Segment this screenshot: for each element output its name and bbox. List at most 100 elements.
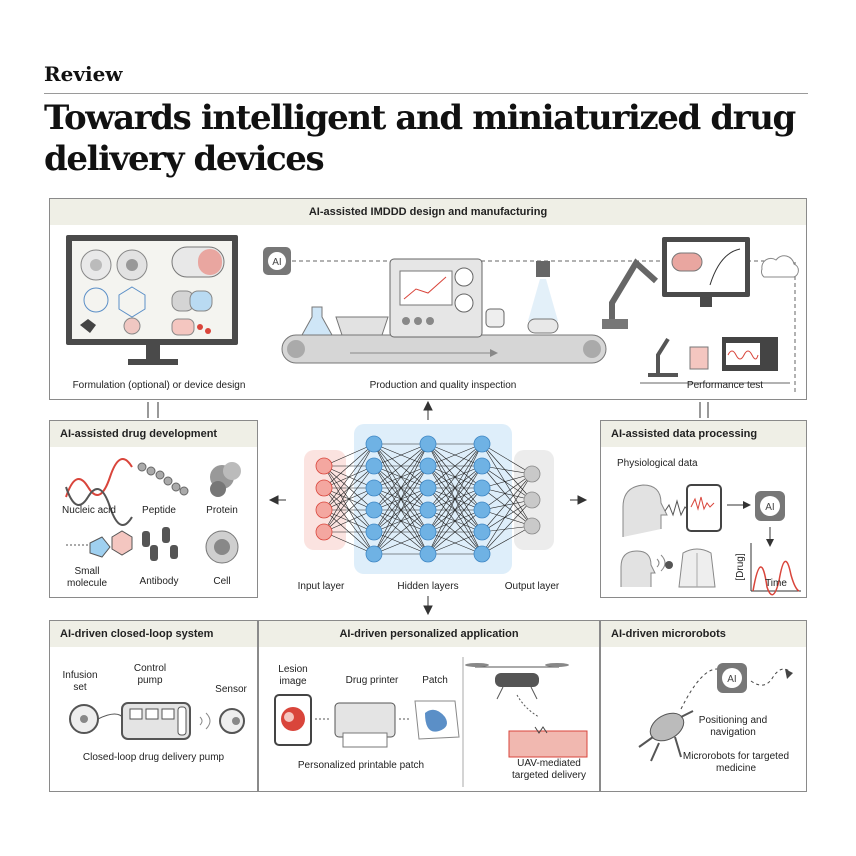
network-edge [427, 443, 483, 533]
microrobots-title: AI-driven microrobots [601, 621, 806, 647]
network-edge [481, 443, 533, 475]
network-edge [373, 465, 429, 555]
input-layer-band [304, 450, 346, 550]
network-edge [373, 443, 429, 467]
hidden-node [419, 479, 437, 497]
hidden-node [365, 479, 383, 497]
network-edge [481, 473, 533, 533]
infusion-set-label: Infusion set [62, 670, 98, 693]
antibody-icon [142, 527, 178, 561]
closed-loop-caption: Closed-loop drug delivery pump [82, 752, 225, 763]
conveyor-belt-icon [281, 334, 607, 364]
output-node [523, 491, 541, 509]
hidden-layer-band [354, 424, 512, 574]
patch-label: Patch [422, 675, 448, 686]
drug-item-label: Peptide [142, 505, 176, 516]
small-molecule-icon [66, 530, 133, 558]
network-edge [373, 443, 429, 511]
network-edge [481, 473, 533, 489]
design-monitor-icon [66, 235, 238, 365]
hidden-node [473, 435, 491, 453]
drug-item-label: Antibody [139, 576, 179, 587]
drug-printer-icon [334, 702, 396, 738]
network-edge [323, 531, 375, 555]
design-panel-title: AI-assisted IMDDD design and manufacturi… [50, 199, 806, 225]
microphone-icon [665, 561, 673, 569]
hidden-node [473, 523, 491, 541]
performance-label: Performance test [686, 380, 764, 391]
cloud-icon [761, 255, 799, 278]
network-edge [427, 465, 483, 555]
network-edge [323, 443, 375, 511]
drug-development-title: AI-assisted drug development [50, 421, 257, 447]
lesion-image-label: Lesion image [278, 664, 308, 687]
control-pump-label: Control pump [133, 663, 167, 686]
drug-printer-label: Drug printer [345, 675, 399, 686]
head-eeg-icon [622, 484, 668, 537]
drug-item-label: Protein [206, 505, 238, 516]
flask-icon [301, 306, 333, 336]
cell-icon [205, 530, 239, 564]
output-node [523, 465, 541, 483]
drug-development-panel: AI-assisted drug development Nucleic aci… [49, 420, 258, 598]
svg-text:AI: AI [765, 502, 774, 513]
network-edge [427, 443, 483, 467]
drug-concentration-curve [752, 560, 800, 596]
network-edge [481, 499, 533, 555]
header-rule [44, 93, 808, 94]
svg-text:[Drug]: [Drug] [735, 553, 746, 580]
drug-item-label: Cell [213, 576, 231, 587]
data-processing-panel: AI-assisted data processing AI [Drug] Ph… [600, 420, 807, 598]
microrobots-illustration: AI [638, 663, 793, 762]
hidden-node [419, 545, 437, 563]
formulation-label: Formulation (optional) or device design [72, 380, 246, 391]
inspection-camera-icon [527, 261, 559, 334]
network-edge [323, 465, 375, 533]
network-edge [373, 443, 429, 555]
network-edge [481, 443, 533, 527]
network-edge [323, 443, 375, 533]
drone-icon [465, 663, 569, 700]
hidden-node [473, 545, 491, 563]
uav-caption: UAV-mediated targeted delivery [512, 758, 586, 781]
closed-loop-title: AI-driven closed-loop system [50, 621, 257, 647]
network-edge [481, 487, 533, 527]
basket-icon [335, 316, 389, 336]
network-edge [373, 531, 429, 555]
network-edge [481, 473, 533, 555]
microrobot-icon [638, 710, 694, 762]
network-edge [373, 509, 429, 555]
network-edge [481, 465, 533, 475]
network-edge [373, 443, 429, 489]
hidden-layers-label: Hidden layers [397, 581, 459, 592]
drug-icons [65, 458, 241, 564]
input-node [315, 479, 333, 497]
closed-loop-panel: AI-driven closed-loop system Infusion se… [49, 620, 258, 792]
network-edge [373, 443, 429, 533]
network-edge [323, 487, 375, 533]
hidden-node [419, 457, 437, 475]
personalized-illustration [274, 657, 588, 787]
design-panel: AI-assisted IMDDD design and manufacturi… [49, 198, 807, 400]
microscope-icon [648, 337, 678, 377]
microrobots-panel: AI-driven microrobots AI Positioning and… [600, 620, 807, 792]
hidden-node [419, 435, 437, 453]
network-edge [481, 525, 533, 555]
hidden-node [473, 457, 491, 475]
hidden-node [419, 523, 437, 541]
hidden-node [419, 501, 437, 519]
positioning-label: Positioning and navigation [698, 715, 768, 738]
input-node [315, 501, 333, 519]
network-edge [481, 499, 533, 511]
physiological-data-label: Physiological data [617, 458, 698, 469]
personalized-caption: Personalized printable patch [297, 760, 425, 771]
design-illustration: AI [66, 235, 799, 395]
svg-text:AI: AI [727, 674, 736, 685]
network-edge [481, 509, 533, 527]
hidden-node [473, 501, 491, 519]
network-edge [427, 443, 483, 555]
ai-chip-icon: AI [263, 247, 291, 275]
network-edge [481, 487, 533, 501]
hidden-node [365, 545, 383, 563]
